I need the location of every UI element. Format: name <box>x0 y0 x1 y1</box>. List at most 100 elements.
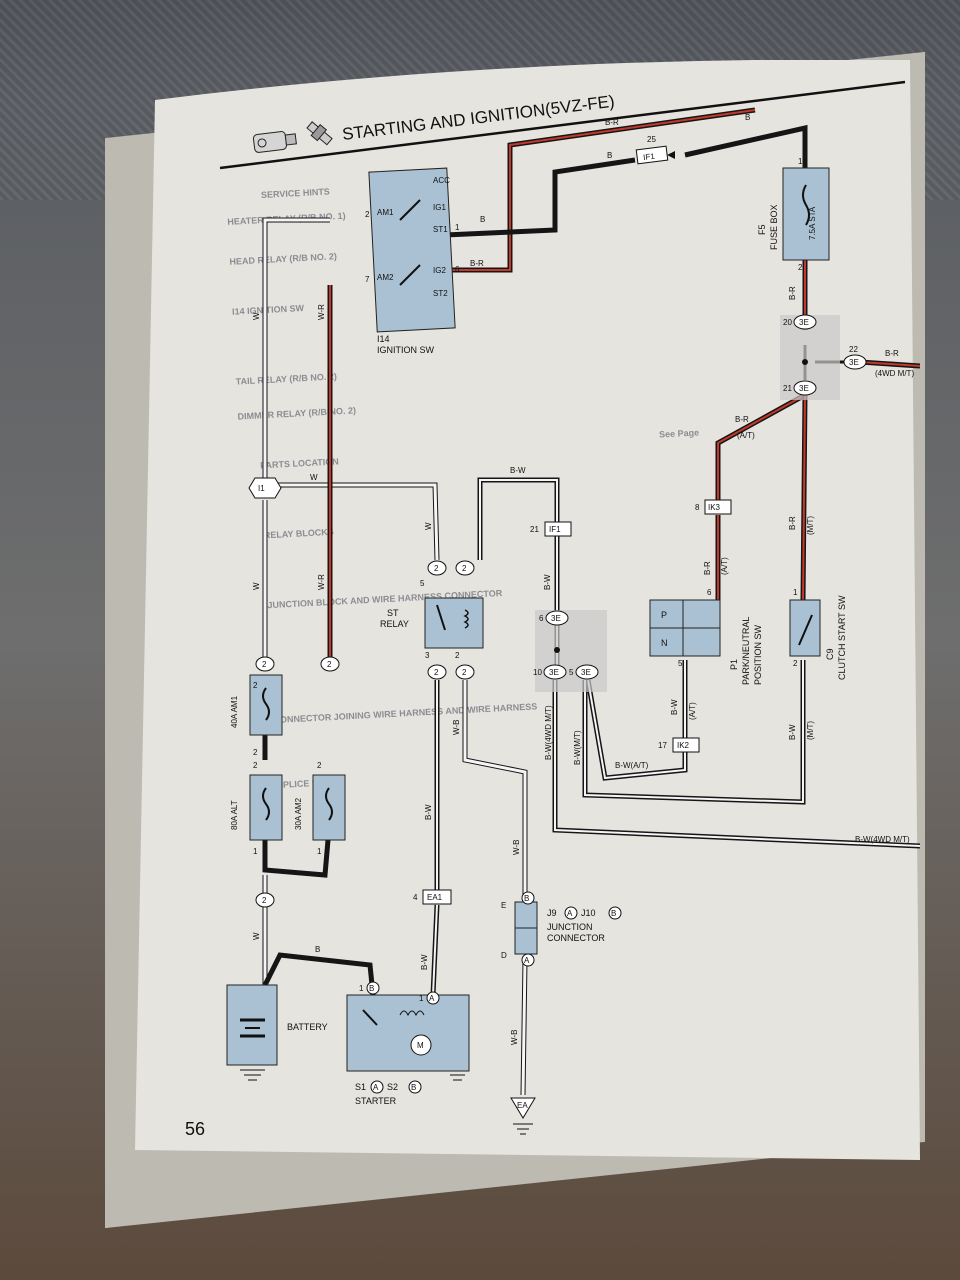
junction-ref-b-label: B <box>611 909 616 918</box>
ea1-code: EA1 <box>427 893 443 902</box>
fuse-am1-pin-bottom: 2 <box>253 748 258 757</box>
pn-name2: POSITION SW <box>753 624 763 685</box>
wl-b-top: B <box>745 113 750 122</box>
splice-shade-mid <box>535 610 607 692</box>
conn-2-am2 <box>320 656 340 672</box>
wire-bw-mt-stripe <box>584 660 804 804</box>
wl-mt-clutch: (M/T) <box>806 721 815 740</box>
wire-br-4wd-stripe <box>859 361 920 367</box>
wire-alt-am2 <box>262 839 331 878</box>
ign-acc: ACC <box>433 176 450 185</box>
conn-3e-20 <box>793 314 817 330</box>
wl-wb-relay: W-B <box>452 720 461 735</box>
junction-ref-a-bottom <box>521 953 535 967</box>
wire-b-fuse <box>684 124 808 170</box>
splice-dot-mid <box>554 647 560 653</box>
fuse-symbol <box>802 184 810 226</box>
wire-bw-at-stripe <box>587 679 686 780</box>
ign-am1: AM1 <box>377 208 394 217</box>
if1-mid-box <box>544 521 572 537</box>
junction-pin-d: D <box>501 951 507 960</box>
st-relay: ST RELAY 2 5 2 2 3 2 2 <box>380 560 484 680</box>
conn-2-relay-top-label: 2 <box>462 564 467 573</box>
wl-bw-at: B-W(A/T) <box>615 761 649 770</box>
fuse-am1-label: 40A AM1 <box>230 695 239 728</box>
ign-pin-7: 7 <box>365 275 370 284</box>
fuse-pin-1: 1 <box>798 157 803 166</box>
wl-b-if1: B <box>607 151 612 160</box>
conn-3e-20-pin: 20 <box>783 318 792 327</box>
if1-mid-pin: 21 <box>530 525 539 534</box>
ign-st1: ST1 <box>433 225 448 234</box>
ign-am2: AM2 <box>377 273 394 282</box>
conn-3e-10 <box>543 664 567 680</box>
pn-pin-6: 6 <box>707 588 712 597</box>
wl-br-mt: B-R <box>788 516 797 530</box>
st-relay-name2: RELAY <box>380 619 409 629</box>
junction-pin-e: E <box>501 901 506 910</box>
conn-3e-6-pin: 6 <box>539 614 544 623</box>
ground-ea-icon <box>513 1123 533 1135</box>
connector-if1-top: IF1 25 <box>635 135 675 165</box>
starter-ref-b-label: B <box>411 1083 416 1092</box>
ground-ea-code: EA <box>517 1101 528 1110</box>
st-relay-contact <box>436 604 446 631</box>
ghost-parts-location: PARTS LOCATION <box>260 456 339 470</box>
connector-ea1: EA1 4 <box>413 889 452 905</box>
starter-motor-symbol <box>410 1034 432 1056</box>
conn-2-battery <box>255 892 275 908</box>
fuse-am2-label: 30A AM2 <box>294 797 303 830</box>
wl-wb-mid: W-B <box>512 840 521 855</box>
starter-ref-a-pin <box>426 991 440 1005</box>
ign-st2: ST2 <box>433 289 448 298</box>
wl-b-st1: B <box>480 215 485 224</box>
header-rule <box>219 80 906 170</box>
pn-pin-5: 5 <box>678 659 683 668</box>
splice-dot-top <box>802 359 808 365</box>
wl-bw-pn: B-W <box>670 699 679 715</box>
conn-3e-5-label: 3E <box>581 668 591 677</box>
conn-3e-22-label: 3E <box>849 358 859 367</box>
junction-ref-b-top <box>521 891 535 905</box>
clutch-switch-body <box>789 599 821 657</box>
if1-top-arrow <box>667 151 675 159</box>
connector-3e-top: 3E 20 3E 22 3E 21 <box>780 314 867 400</box>
wl-w-am1: W <box>252 582 261 590</box>
wl-bw-clutch: B-W <box>788 724 797 740</box>
pn-pos-p: P <box>661 610 667 620</box>
junction-ref-a-label: A <box>567 909 573 918</box>
starter-name: STARTER <box>355 1096 397 1106</box>
ign-contact-1 <box>399 199 421 221</box>
conn-3e-20-label: 3E <box>799 318 809 327</box>
wl-bw-if1: B-W <box>543 574 552 590</box>
starter-code: S1 <box>355 1082 366 1092</box>
if1-top-pin: 25 <box>647 135 656 144</box>
connector-i1: I1 <box>248 477 282 499</box>
wires <box>262 107 920 1096</box>
st-relay-body <box>424 597 484 649</box>
clutch-start-switch: 1 2 C9 CLUTCH START SW <box>789 588 847 680</box>
starter-coil <box>399 1010 425 1017</box>
wl-w-i1: W <box>310 473 318 482</box>
ghost-relay-blocks: RELAY BLOCKS <box>264 527 334 541</box>
conn-2-relay-2 <box>455 664 475 680</box>
conn-3e-22 <box>843 354 867 370</box>
ign-pin-6: 6 <box>455 265 460 274</box>
ik2-pin: 17 <box>658 741 667 750</box>
fuse-am2-symbol <box>325 787 333 821</box>
wire-wb-top-stripe <box>463 680 527 895</box>
ground-ea-triangle <box>510 1097 536 1119</box>
junction-name: JUNCTION <box>547 922 593 932</box>
wire-b-battery <box>262 952 376 996</box>
wl-w-top: W <box>252 312 261 320</box>
fuse-30a-am2: 30A AM2 2 2 1 <box>294 656 346 856</box>
wl-br-ig2: B-R <box>470 259 484 268</box>
starter-ground-icon <box>450 1074 465 1081</box>
wl-4wd-mt: (4WD M/T) <box>875 369 914 378</box>
conn-2-am1-label: 2 <box>262 660 267 669</box>
starter-ref-a <box>370 1080 384 1094</box>
connector-if1-mid: IF1 21 <box>530 521 572 537</box>
wire-wb-ground-stripe <box>521 959 527 1096</box>
wl-wr-bottom: W-R <box>317 574 326 590</box>
fuse-am2-pin-top: 2 <box>317 761 322 770</box>
